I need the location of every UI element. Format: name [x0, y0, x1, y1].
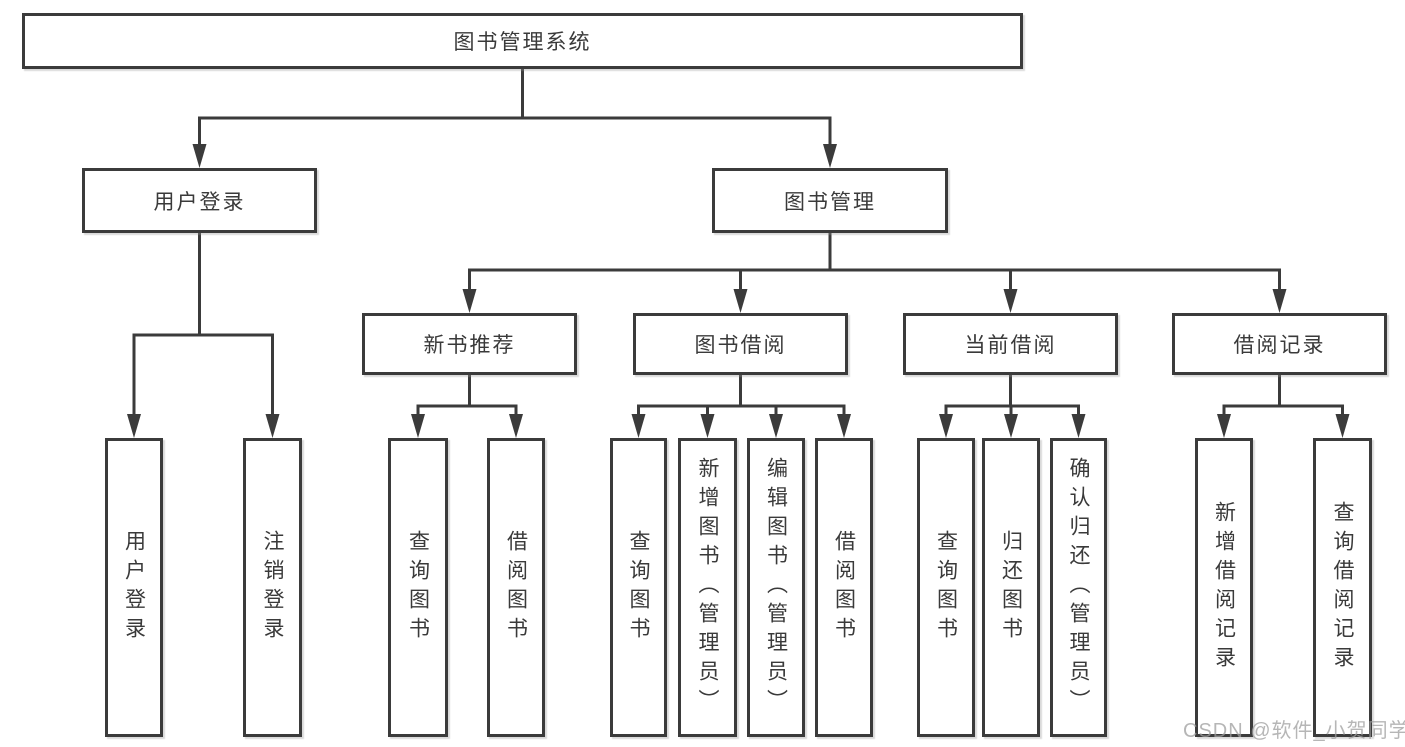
- node-label: 借阅图书: [504, 529, 528, 646]
- node-label: 查询图书: [627, 529, 650, 646]
- node-label: 借阅记录: [1233, 334, 1326, 357]
- node-label: 查询图书: [406, 529, 430, 646]
- leaf-borrow-books: 借阅图书: [815, 438, 873, 737]
- node-label: 新增借阅记录: [1212, 500, 1236, 675]
- node-label: 图书借阅: [694, 334, 787, 357]
- leaf-return-books: 归还图书: [982, 438, 1040, 737]
- leaf-add-borrow-record: 新增借阅记录: [1195, 438, 1253, 737]
- node-book-borrowing: 图书借阅: [633, 313, 848, 375]
- node-label: 用户登录: [122, 529, 146, 646]
- csdn-watermark: CSDN @软件_小贺同学: [1183, 720, 1405, 742]
- node-borrowing-records: 借阅记录: [1172, 313, 1387, 375]
- node-label: 注销登录: [261, 529, 284, 646]
- node-label: 图书管理: [784, 190, 876, 214]
- leaf-logout-login: 注销登录: [243, 438, 302, 737]
- leaf-add-books-admin: 新增图书（管理员）: [678, 438, 737, 737]
- leaf-borrow-books-recommend: 借阅图书: [487, 438, 545, 737]
- node-current-borrowing: 当前借阅: [903, 313, 1118, 375]
- node-library-management-system: 图书管理系统: [22, 13, 1023, 69]
- node-book-management: 图书管理: [712, 168, 948, 233]
- node-label: 编辑图书（管理员）: [764, 457, 788, 718]
- node-label: 用户登录: [153, 190, 246, 214]
- leaf-query-books-recommend: 查询图书: [388, 438, 448, 737]
- node-label: 当前借阅: [964, 334, 1057, 357]
- leaf-confirm-return-admin: 确认归还（管理员）: [1050, 438, 1107, 737]
- node-label: 确认归还（管理员）: [1067, 457, 1090, 718]
- node-label: 查询图书: [934, 529, 958, 646]
- leaf-query-books-current: 查询图书: [917, 438, 975, 737]
- node-new-book-recommendation: 新书推荐: [362, 313, 577, 375]
- node-label: 新书推荐: [423, 334, 516, 357]
- leaf-query-books-borrowing: 查询图书: [610, 438, 667, 737]
- node-label: 查询借阅记录: [1331, 500, 1354, 675]
- leaf-edit-books-admin: 编辑图书（管理员）: [747, 438, 805, 737]
- node-label: 归还图书: [999, 529, 1023, 646]
- node-label: 图书管理系统: [453, 31, 592, 54]
- node-user-login: 用户登录: [82, 168, 317, 233]
- leaf-query-borrow-record: 查询借阅记录: [1313, 438, 1372, 737]
- leaf-user-login: 用户登录: [105, 438, 163, 737]
- node-label: 新增图书（管理员）: [696, 457, 719, 718]
- node-label: 借阅图书: [832, 529, 856, 646]
